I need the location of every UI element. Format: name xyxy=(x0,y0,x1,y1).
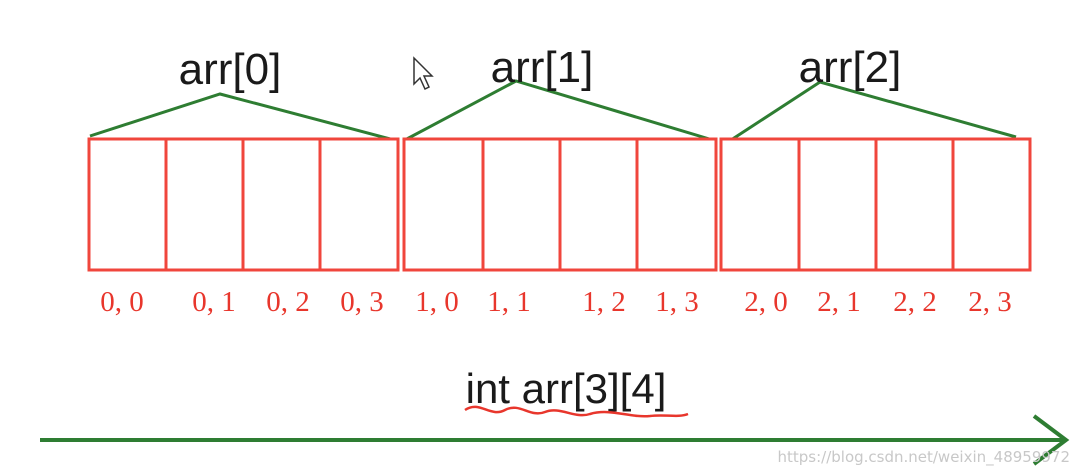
declaration-underline xyxy=(464,405,689,418)
cell-0-0 xyxy=(87,137,168,272)
index-label-0-3: 0, 3 xyxy=(340,286,384,318)
group-label-1: arr[1] xyxy=(491,43,594,92)
cell-2-1 xyxy=(797,137,878,272)
cell-0-1 xyxy=(164,137,245,272)
array-group-0: arr[0] 0, 0 0, 1 0, 2 0, 3 xyxy=(87,45,400,318)
mouse-pointer-icon xyxy=(413,56,434,91)
group-bracket-2 xyxy=(730,80,1017,142)
group-bracket-0 xyxy=(89,92,399,143)
cell-1-1 xyxy=(481,137,562,272)
index-label-1-3: 1, 3 xyxy=(655,286,699,318)
index-label-2-1: 2, 1 xyxy=(817,286,861,318)
cell-2-0 xyxy=(719,137,801,272)
group-bracket-1 xyxy=(402,79,717,143)
cell-0-2 xyxy=(241,137,322,272)
cell-1-2 xyxy=(558,137,639,272)
watermark-text: https://blog.csdn.net/weixin_48959972 xyxy=(777,448,1070,467)
group-label-0: arr[0] xyxy=(179,45,282,94)
index-label-1-0: 1, 0 xyxy=(415,286,459,318)
array-group-1: arr[1] 1, 0 1, 1 1, 2 1, 3 xyxy=(402,43,718,318)
index-label-1-1: 1, 1 xyxy=(487,286,531,318)
index-label-2-3: 2, 3 xyxy=(968,286,1012,318)
declaration-label: int arr[3][4] xyxy=(466,365,667,412)
index-label-0-2: 0, 2 xyxy=(266,286,310,318)
group-label-2: arr[2] xyxy=(799,43,902,92)
arrow-right-icon xyxy=(40,414,1070,466)
array-group-2: arr[2] 2, 0 2, 1 2, 2 2, 3 xyxy=(719,43,1032,318)
index-label-2-2: 2, 2 xyxy=(893,286,937,318)
cell-0-3 xyxy=(318,137,400,272)
cell-1-3 xyxy=(635,137,718,272)
index-label-2-0: 2, 0 xyxy=(744,286,788,318)
cell-2-2 xyxy=(874,137,955,272)
index-label-0-0: 0, 0 xyxy=(100,286,144,318)
cell-1-0 xyxy=(402,137,485,272)
index-label-1-2: 1, 2 xyxy=(582,286,626,318)
index-label-0-1: 0, 1 xyxy=(192,286,236,318)
cell-2-3 xyxy=(951,137,1032,272)
axis-arrowhead xyxy=(1032,414,1070,466)
